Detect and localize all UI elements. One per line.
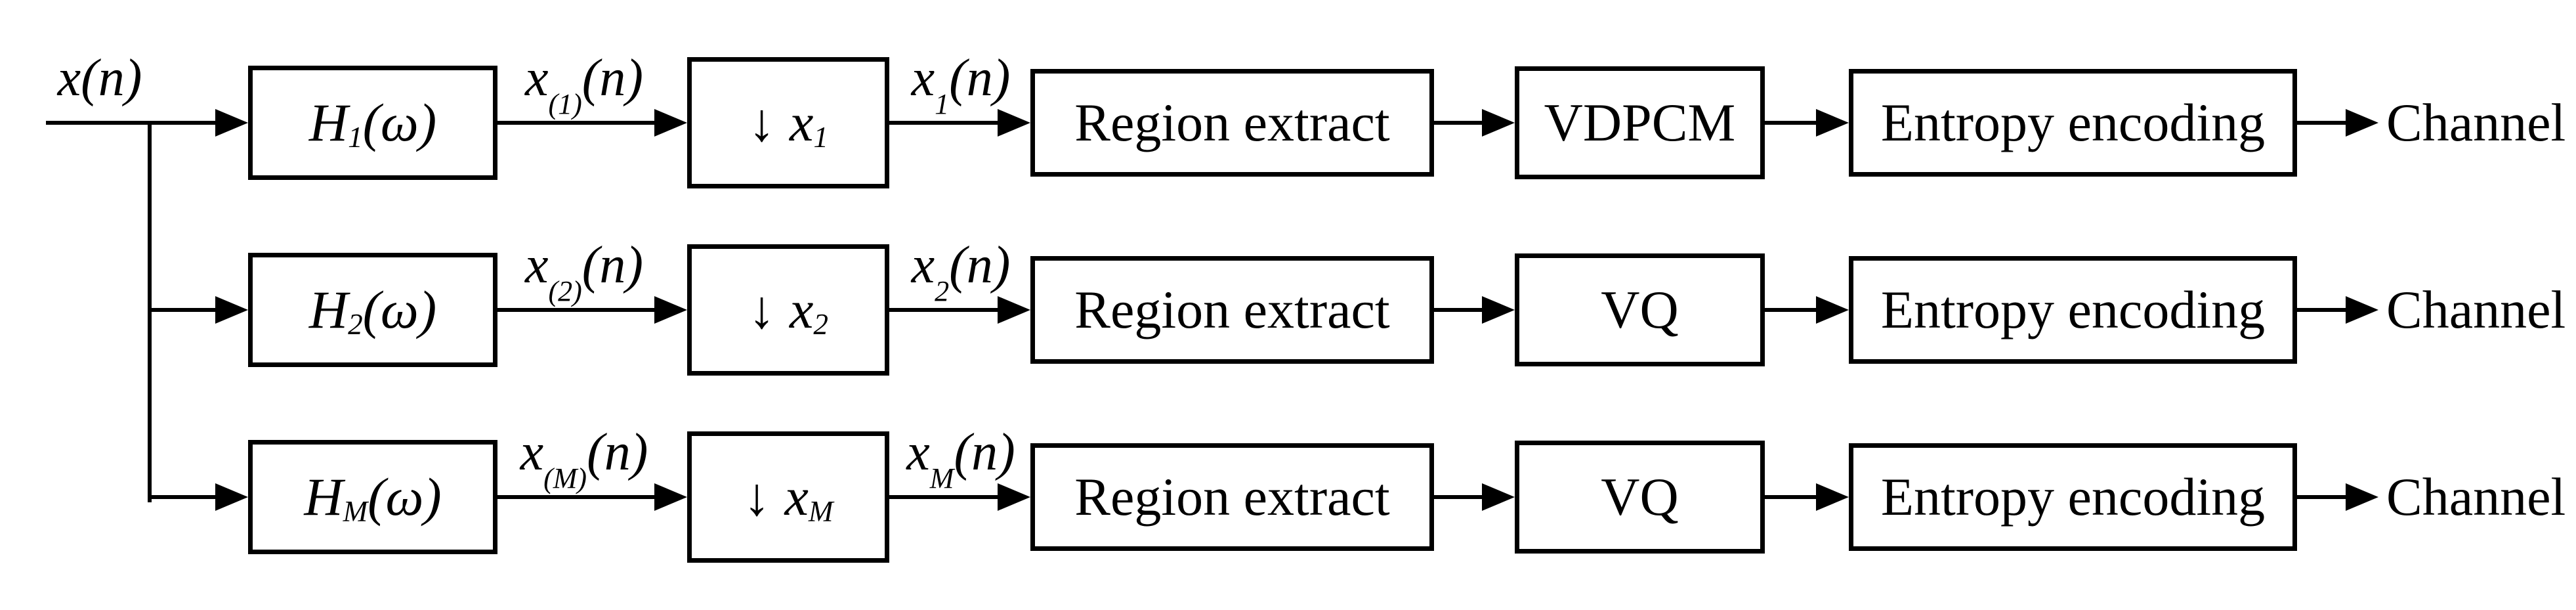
channel-label: Channel xyxy=(2386,280,2566,339)
filter-label: H2(ω) xyxy=(308,280,437,341)
arrowhead-icon xyxy=(654,483,687,511)
arrowhead-icon xyxy=(654,109,687,137)
arrowhead-icon xyxy=(998,483,1030,511)
quantizer-label: VDPCM xyxy=(1544,93,1736,152)
filter-box: H1(ω) xyxy=(248,66,497,180)
arrowhead-icon xyxy=(2346,483,2378,511)
arrowhead-icon xyxy=(215,483,248,511)
downsample-arrow-icon: ↓ xyxy=(748,93,776,152)
quantizer-label: VQ xyxy=(1601,467,1679,527)
entropy-encoding-label: Entropy encoding xyxy=(1880,93,2266,152)
arrowhead-icon xyxy=(1816,109,1849,137)
region-extract-label: Region extract xyxy=(1074,467,1390,527)
connector-line xyxy=(2297,308,2346,312)
arrowhead-icon xyxy=(1816,483,1849,511)
channel-label: Channel xyxy=(2386,93,2566,152)
filter-output-label: x(1)(n) xyxy=(524,49,644,120)
arrowhead-icon xyxy=(1482,109,1515,137)
filter-label: HM(ω) xyxy=(304,467,442,528)
entropy-encoding-box: Entropy encoding xyxy=(1849,256,2297,364)
quantizer-box: VDPCM xyxy=(1515,66,1765,179)
arrowhead-icon xyxy=(1482,483,1515,511)
entropy-encoding-label: Entropy encoding xyxy=(1880,467,2266,527)
downsampler-label: ↓xM xyxy=(743,467,834,528)
filter-box: HM(ω) xyxy=(248,440,497,554)
region-extract-box: Region extract xyxy=(1030,443,1434,551)
downsampler-label: ↓x1 xyxy=(748,93,828,154)
connector-line xyxy=(1434,308,1482,312)
connector-line xyxy=(1434,495,1482,499)
filter-output-label: x(M)(n) xyxy=(520,424,648,494)
connector-line xyxy=(889,308,998,312)
connector-line xyxy=(889,121,998,125)
branch-stub-line xyxy=(148,308,215,312)
arrowhead-icon xyxy=(215,109,248,137)
downsample-arrow-icon: ↓ xyxy=(743,467,771,527)
entropy-encoding-box: Entropy encoding xyxy=(1849,443,2297,551)
connector-line xyxy=(2297,495,2346,499)
downsampler-label: ↓x2 xyxy=(748,280,828,341)
downsampler-box: ↓x2 xyxy=(687,244,889,376)
connector-line xyxy=(1765,308,1816,312)
quantizer-label: VQ xyxy=(1601,280,1679,339)
arrowhead-icon xyxy=(654,296,687,324)
arrowhead-icon xyxy=(998,109,1030,137)
filter-label: H1(ω) xyxy=(308,93,437,154)
arrowhead-icon xyxy=(2346,109,2378,137)
quantizer-box: VQ xyxy=(1515,441,1765,554)
filter-box: H2(ω) xyxy=(248,253,497,367)
arrowhead-icon xyxy=(1816,296,1849,324)
branch-stub-line xyxy=(148,495,215,499)
arrowhead-icon xyxy=(998,296,1030,324)
arrowhead-icon xyxy=(215,296,248,324)
entropy-encoding-label: Entropy encoding xyxy=(1880,280,2266,339)
downsampler-box: ↓xM xyxy=(687,431,889,563)
connector-line xyxy=(497,308,654,312)
input-signal-label: x(n) xyxy=(57,49,142,107)
connector-line xyxy=(1434,121,1482,125)
arrowhead-icon xyxy=(2346,296,2378,324)
region-extract-box: Region extract xyxy=(1030,69,1434,177)
connector-line xyxy=(1765,121,1816,125)
region-extract-label: Region extract xyxy=(1074,93,1390,152)
channel-label: Channel xyxy=(2386,467,2566,527)
quantizer-box: VQ xyxy=(1515,253,1765,366)
downsampler-box: ↓x1 xyxy=(687,57,889,188)
entropy-encoding-box: Entropy encoding xyxy=(1849,69,2297,177)
arrowhead-icon xyxy=(1482,296,1515,324)
downsample-arrow-icon: ↓ xyxy=(748,280,776,339)
filter-output-label: x(2)(n) xyxy=(524,236,644,307)
connector-line xyxy=(497,121,654,125)
connector-line xyxy=(1765,495,1816,499)
connector-line xyxy=(2297,121,2346,125)
region-extract-box: Region extract xyxy=(1030,256,1434,364)
connector-line xyxy=(889,495,998,499)
connector-line xyxy=(497,495,654,499)
input-line xyxy=(46,121,215,125)
region-extract-label: Region extract xyxy=(1074,280,1390,339)
